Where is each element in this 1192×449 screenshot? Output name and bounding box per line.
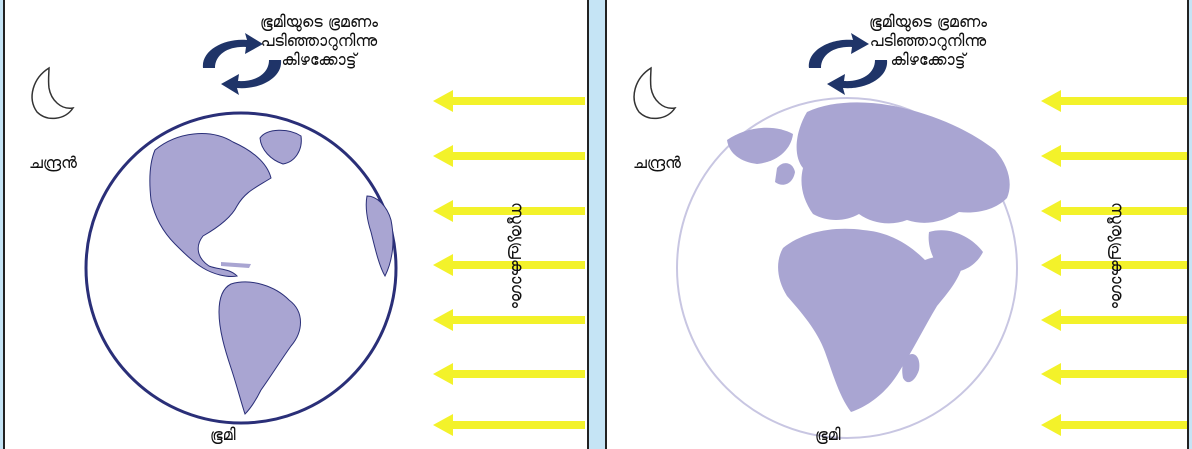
- rotation-caption-line: ഭൂമിയുടെ ഭ്രമണം: [260, 12, 378, 31]
- rotation-caption-line: പടിഞ്ഞാറുനിന്നു: [260, 31, 378, 50]
- moon-icon: [31, 66, 75, 120]
- rotation-caption: ഭൂമിയുടെ ഭ്രമണം പടിഞ്ഞാറുനിന്നു കിഴക്കോട…: [260, 12, 378, 69]
- rotation-arrow-icon: [202, 33, 282, 95]
- rotation-caption: ഭൂമിയുടെ ഭ്രമണം പടിഞ്ഞാറുനിന്നു കിഴക്കോട…: [869, 12, 987, 69]
- rotation-caption-line: ഭൂമിയുടെ ഭ്രമണം: [869, 12, 987, 31]
- sunlight-arrow-icon: [433, 90, 585, 436]
- earth-label: ഭൂമി: [815, 425, 841, 444]
- moon-icon: [633, 66, 677, 120]
- earth-globe-icon: [84, 111, 398, 425]
- diagram-panel-right: ഭൂമിയുടെ ഭ്രമണം പടിഞ്ഞാറുനിന്നു കിഴക്കോട…: [605, 0, 1189, 449]
- earth-globe-icon: [676, 97, 1018, 439]
- rotation-caption-line: കിഴക്കോട്ട്: [890, 50, 966, 69]
- rotation-arrow-icon: [808, 33, 888, 95]
- diagram-panel-left: ഭൂമിയുടെ ഭ്രമണം പടിഞ്ഞാറുനിന്നു കിഴക്കോട…: [3, 0, 589, 449]
- sunlight-arrow-icon: [1041, 90, 1187, 436]
- rotation-caption-line: കിഴക്കോട്ട്: [281, 50, 357, 69]
- sunlight-label: സൂര്യപ്രകാശം: [507, 202, 527, 308]
- moon-label: ചന്ദ്രൻ: [633, 153, 681, 172]
- earth-label: ഭൂമി: [210, 425, 236, 444]
- moon-label: ചന്ദ്രൻ: [29, 153, 77, 172]
- sunlight-label: സൂര്യപ്രകാശം: [1107, 202, 1127, 308]
- rotation-caption-line: പടിഞ്ഞാറുനിന്നു: [869, 31, 987, 50]
